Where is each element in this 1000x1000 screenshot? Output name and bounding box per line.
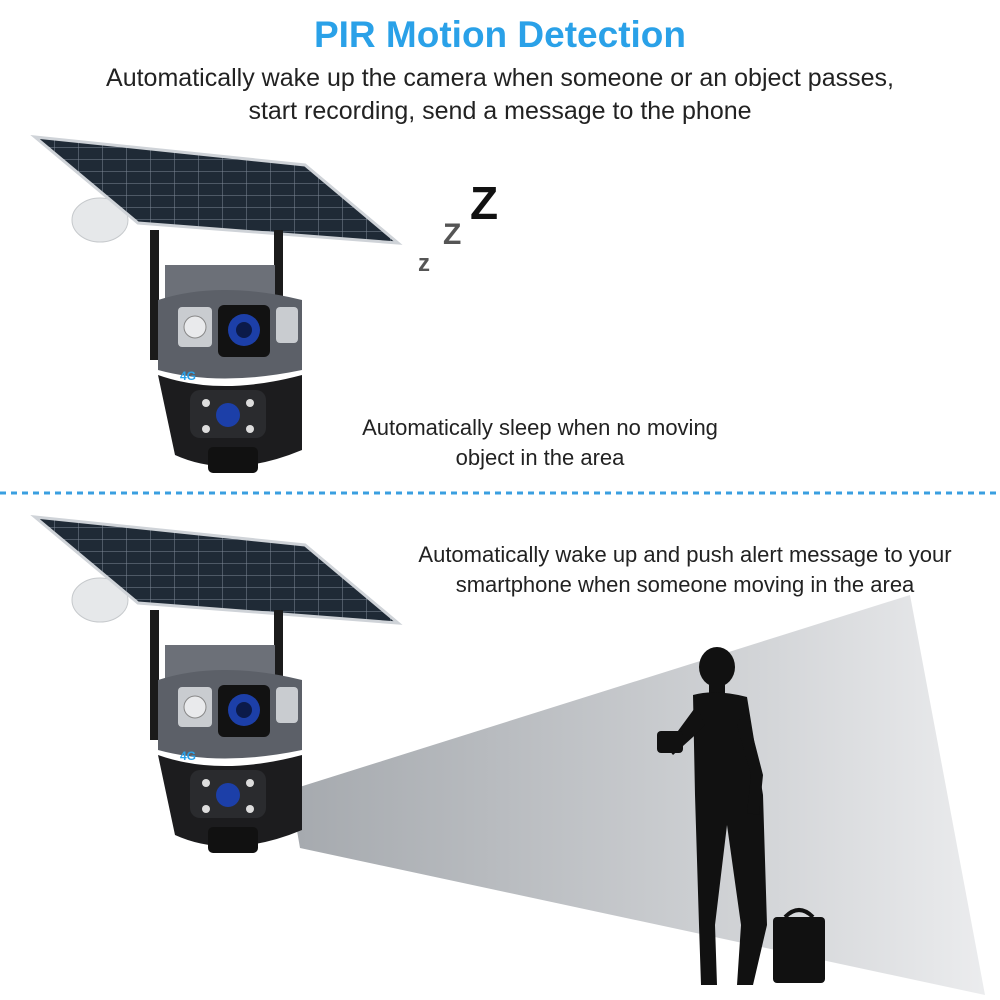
person-silhouette	[657, 647, 825, 985]
sleep-z-large: Z	[470, 177, 499, 229]
badge-4g: 4G	[180, 749, 196, 763]
solar-camera-sleep: 4G	[30, 135, 403, 473]
sleep-z-medium: Z	[443, 218, 462, 251]
page-title: PIR Motion Detection	[313, 14, 687, 55]
solar-camera-awake: 4G	[30, 515, 403, 853]
wake-caption: Automatically wake up and push alert mes…	[418, 542, 952, 597]
badge-4g: 4G	[180, 369, 196, 383]
page-subtitle: Automatically wake up the camera when so…	[106, 64, 894, 125]
sleep-z-small: z	[418, 250, 430, 277]
sleep-caption: Automatically sleep when no moving objec…	[362, 415, 718, 470]
section-divider	[0, 491, 1000, 495]
